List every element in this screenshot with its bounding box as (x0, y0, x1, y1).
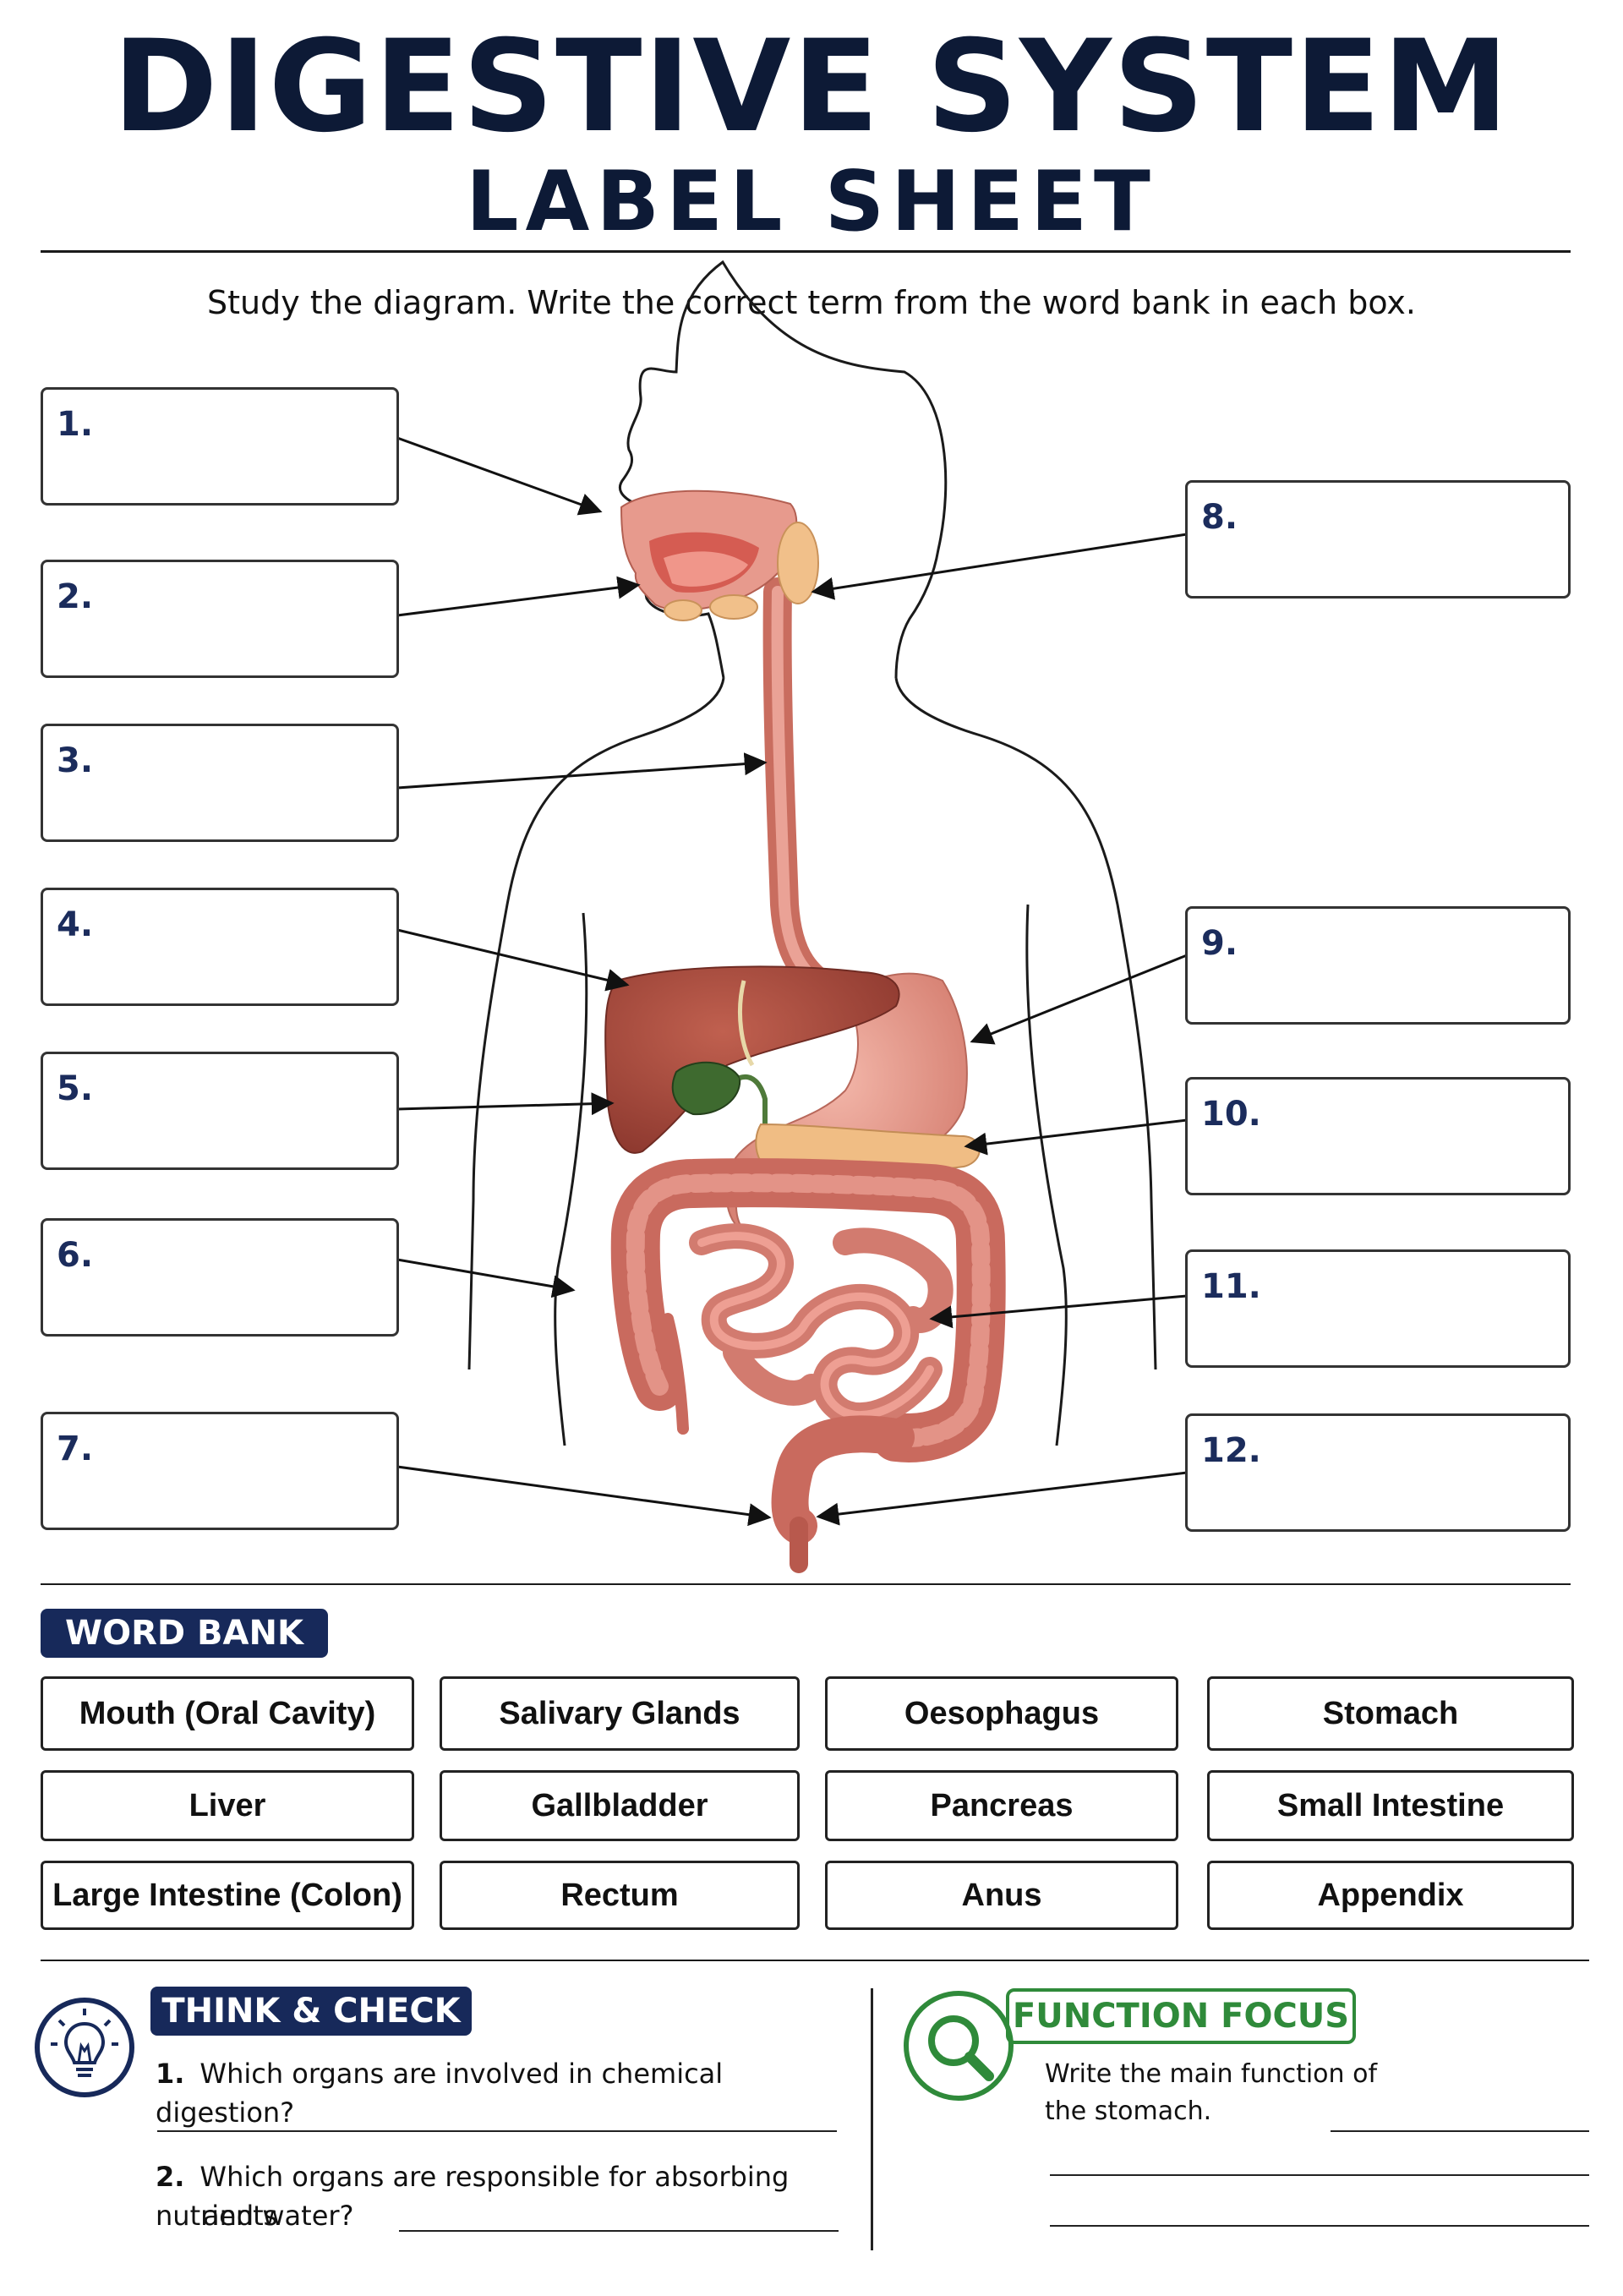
label-number: 5. (57, 1069, 93, 1108)
word-bank-term[interactable]: Anus (825, 1861, 1178, 1930)
word-bank-term[interactable]: Gallbladder (440, 1770, 800, 1841)
word-bank-term[interactable]: Mouth (Oral Cavity) (41, 1676, 414, 1751)
bottom-divider (41, 1960, 1589, 1961)
label-box-10[interactable]: 10. (1185, 1077, 1571, 1195)
label-box-12[interactable]: 12. (1185, 1413, 1571, 1532)
label-box-2[interactable]: 2. (41, 560, 399, 678)
think-check-title: THINK & CHECK (150, 1987, 472, 2036)
lightbulb-icon (32, 1995, 137, 2100)
word-bank-term[interactable]: Stomach (1207, 1676, 1574, 1751)
answer-line-1[interactable] (157, 2130, 837, 2132)
label-box-4[interactable]: 4. (41, 888, 399, 1006)
magnifier-icon (901, 1988, 1019, 2107)
label-number: 11. (1201, 1267, 1261, 1306)
word-bank-term[interactable]: Appendix (1207, 1861, 1574, 1930)
label-number: 4. (57, 905, 93, 944)
function-focus-title: FUNCTION FOCUS (1006, 1988, 1356, 2044)
body-outline (469, 262, 1156, 1446)
function-answer-line-2[interactable] (1050, 2174, 1589, 2176)
label-number: 9. (1201, 924, 1238, 963)
word-bank-title: WORD BANK (41, 1609, 328, 1658)
word-bank-term[interactable]: Liver (41, 1770, 414, 1841)
gallbladder (673, 1063, 740, 1114)
word-bank-term[interactable]: Pancreas (825, 1770, 1178, 1841)
label-box-3[interactable]: 3. (41, 724, 399, 842)
label-number: 8. (1201, 498, 1238, 537)
label-number: 6. (57, 1236, 93, 1275)
question-number: 1. (156, 2058, 184, 2090)
word-bank-term[interactable]: Salivary Glands (440, 1676, 800, 1751)
function-focus-prompt-line2: the stomach. (1045, 2093, 1298, 2130)
wordbank-divider (41, 1583, 1571, 1585)
label-number: 12. (1201, 1431, 1261, 1470)
answer-line-2[interactable] (399, 2230, 839, 2232)
question-number: 2. (156, 2161, 184, 2193)
label-number: 1. (57, 405, 93, 444)
label-number: 3. (57, 741, 93, 780)
label-box-11[interactable]: 11. (1185, 1249, 1571, 1368)
function-focus-prompt-line1: Write the main function of (1045, 2056, 1400, 2093)
word-bank-term[interactable]: Oesophagus (825, 1676, 1178, 1751)
label-box-5[interactable]: 5. (41, 1052, 399, 1170)
question-text: Which organs are involved in chemical di… (156, 2058, 723, 2129)
section-divider (871, 1988, 873, 2250)
label-box-6[interactable]: 6. (41, 1218, 399, 1337)
label-box-8[interactable]: 8. (1185, 480, 1571, 599)
function-answer-line-1[interactable] (1331, 2130, 1589, 2132)
word-bank-term[interactable]: Small Intestine (1207, 1770, 1574, 1841)
label-number: 2. (57, 577, 93, 616)
label-box-1[interactable]: 1. (41, 387, 399, 506)
word-bank-term[interactable]: Rectum (440, 1861, 800, 1930)
word-bank-term[interactable]: Large Intestine (Colon) (41, 1861, 414, 1930)
question-1: 1.Which organs are involved in chemical … (156, 2054, 832, 2132)
label-box-7[interactable]: 7. (41, 1412, 399, 1530)
label-number: 10. (1201, 1095, 1261, 1134)
label-box-9[interactable]: 9. (1185, 906, 1571, 1025)
rectum (790, 1434, 896, 1526)
label-number: 7. (57, 1430, 93, 1468)
function-answer-line-3[interactable] (1050, 2225, 1589, 2227)
